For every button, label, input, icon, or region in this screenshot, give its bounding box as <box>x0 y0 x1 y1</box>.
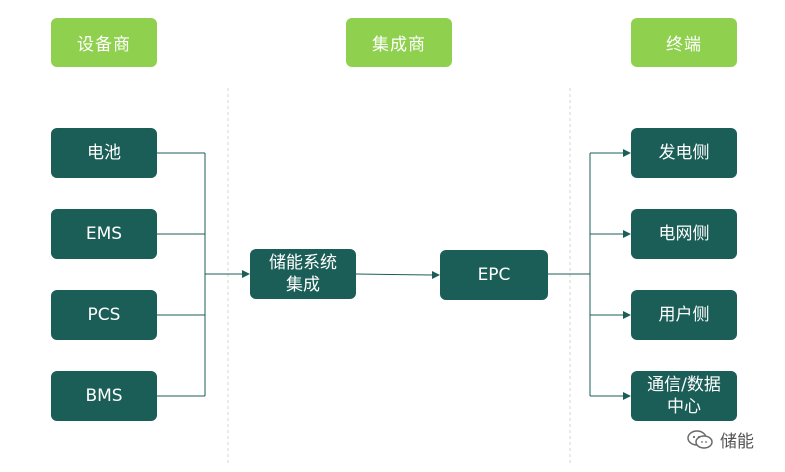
watermark: 储能 <box>686 427 754 452</box>
node-pcs: PCS <box>51 290 157 340</box>
equipment-connectors <box>157 152 243 397</box>
arrowhead-to-terminal-2 <box>623 230 631 238</box>
node-storage-system-integration: 储能系统集成 <box>250 249 356 299</box>
node-bms: BMS <box>51 371 157 421</box>
terminal-connectors <box>548 152 624 397</box>
node-battery: 电池 <box>51 128 157 178</box>
integration-to-epc-connector <box>355 273 434 276</box>
header-equipment-suppliers: 设备商 <box>51 18 157 67</box>
arrowhead-to-terminal-4 <box>623 392 631 400</box>
arrowhead-to-integration <box>242 270 250 278</box>
node-user-side: 用户侧 <box>631 290 737 340</box>
node-generation-side: 发电侧 <box>631 128 737 178</box>
arrowhead-to-terminal-1 <box>623 149 631 157</box>
header-integrators: 集成商 <box>346 18 452 67</box>
wechat-icon <box>687 429 713 449</box>
watermark-text: 储能 <box>720 432 754 452</box>
node-ems: EMS <box>51 209 157 259</box>
arrowhead-to-terminal-3 <box>623 311 631 319</box>
node-grid-side: 电网侧 <box>631 209 737 259</box>
arrowhead-to-epc <box>432 271 440 279</box>
node-telecom-data-center: 通信/数据中心 <box>631 371 737 421</box>
header-terminals: 终端 <box>631 18 737 67</box>
node-epc: EPC <box>440 250 548 300</box>
